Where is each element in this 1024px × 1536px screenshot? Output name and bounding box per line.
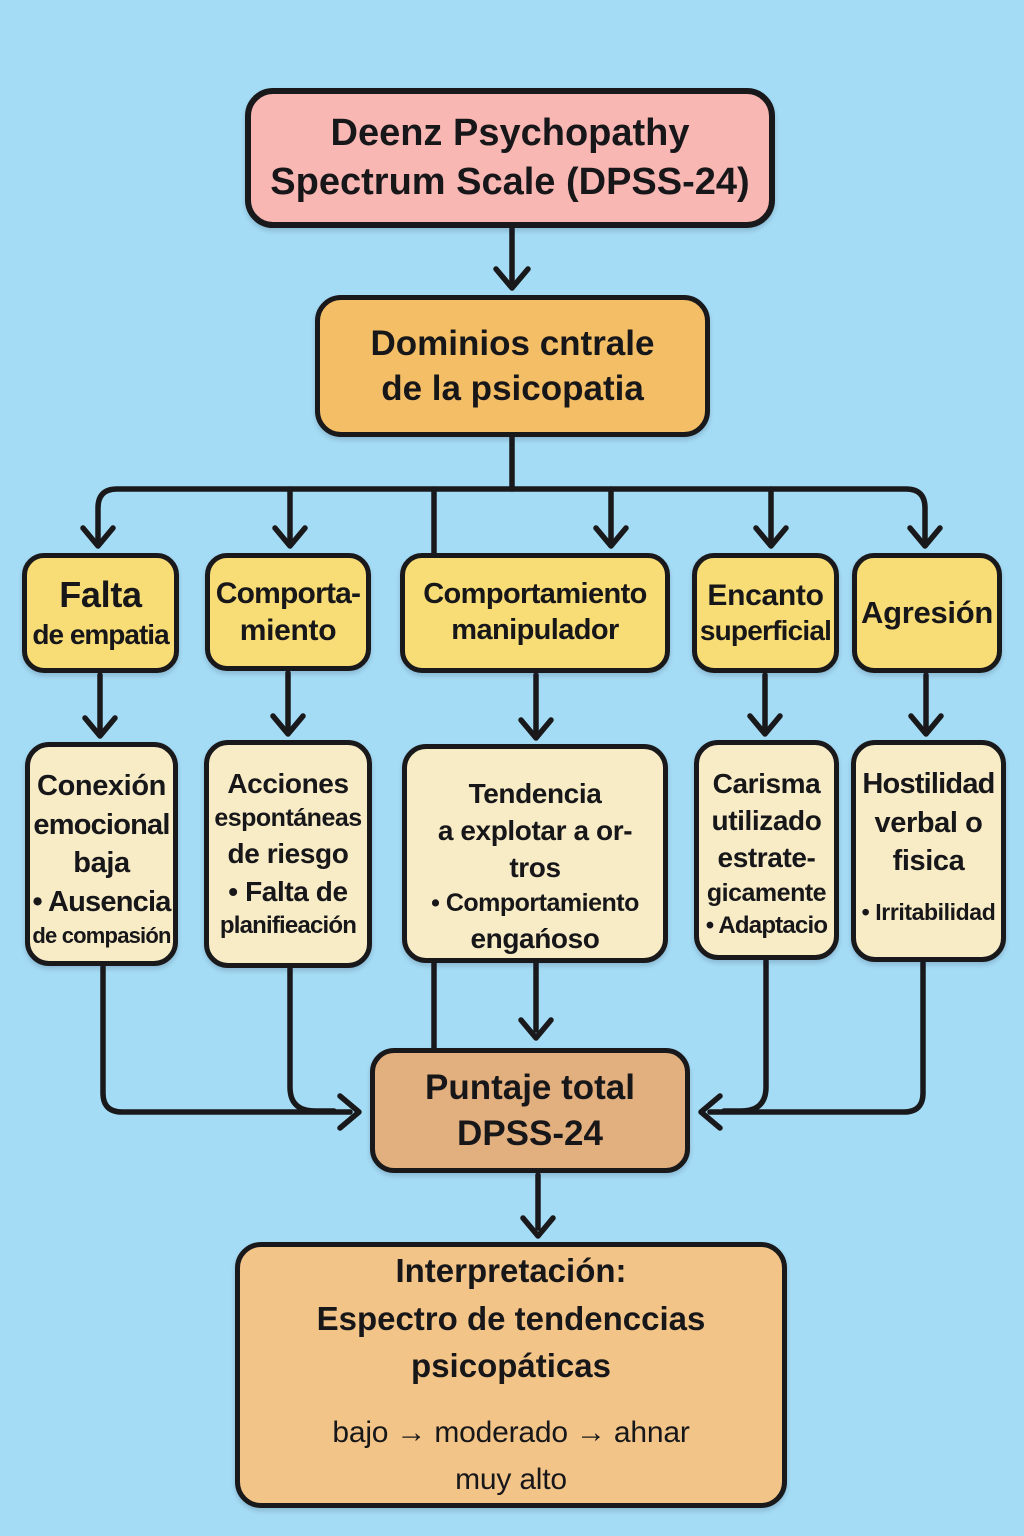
detail-line: planifieación bbox=[219, 911, 357, 939]
merge-right-to-total bbox=[698, 958, 926, 1131]
detail-line: de riesgo bbox=[227, 838, 349, 870]
domain-title-line: Encanto bbox=[707, 579, 824, 613]
detail-line: a explotar a or- bbox=[437, 815, 633, 847]
detail-line: • Irritabilidad bbox=[861, 898, 996, 925]
total-line: DPSS-24 bbox=[457, 1113, 603, 1153]
domain-title-line: de empatia bbox=[32, 618, 169, 650]
detail-line: de compasión bbox=[32, 923, 171, 949]
domain-box-encanto-superficial: Encanto superficial bbox=[692, 553, 839, 673]
domain-title-line: miento bbox=[239, 614, 337, 647]
scale-line: muy alto bbox=[455, 1462, 567, 1496]
detail-line: espontáneas bbox=[214, 804, 362, 833]
detail-line: gicamente bbox=[706, 878, 827, 907]
detail-line: baja bbox=[73, 847, 130, 880]
arrows-domain-to-detail bbox=[82, 670, 944, 741]
detail-line: • Falta de bbox=[228, 875, 348, 907]
domain-box-falta-de-empatia: Falta de empatia bbox=[22, 553, 179, 673]
domain-title-line: Comportamiento bbox=[423, 578, 647, 611]
detail-box-comportamiento: Acciones espontáneas de riesgo • Falta d… bbox=[204, 740, 372, 968]
detail-line: utilizado bbox=[711, 805, 822, 837]
detail-line: • Adaptacio bbox=[705, 911, 828, 939]
detail-line: • Ausencia bbox=[32, 885, 171, 918]
detail-line: • Comportamiento bbox=[431, 888, 639, 917]
detail-box-comportamiento-manipulador: Tendencia a explotar a or- tros • Compor… bbox=[402, 744, 668, 963]
domain-title-line: Comporta- bbox=[215, 576, 361, 610]
merge-left-to-total bbox=[100, 964, 362, 1131]
domain-title-line: Agresión bbox=[861, 594, 993, 630]
detail-line: tros bbox=[509, 852, 561, 884]
detail-line: engańoso bbox=[470, 922, 600, 954]
branch-root-to-domains bbox=[80, 434, 943, 560]
detail-line: Acciones bbox=[227, 768, 349, 799]
detail-line: Carisma bbox=[712, 768, 821, 799]
arrow-title-to-root bbox=[493, 226, 531, 291]
detail-box-agresion: Hostilidad verbal o fisica • Irritabilid… bbox=[851, 740, 1006, 962]
detail-line: verbal o bbox=[874, 806, 983, 839]
domain-box-comportamiento-manipulador: Comportamiento manipulador bbox=[400, 553, 670, 673]
total-line: Puntaje total bbox=[424, 1068, 636, 1107]
root-line: de la psicopatia bbox=[381, 369, 644, 408]
detail-line: emocional bbox=[33, 808, 170, 841]
interpretation-heading-line: Espectro de tendenccias bbox=[316, 1299, 706, 1337]
domain-box-comportamiento: Comporta- miento bbox=[205, 553, 371, 671]
detail-line: Hostilidad bbox=[862, 768, 995, 800]
root-line: Dominios cntrale bbox=[370, 323, 655, 363]
interpretation-heading-line: psicopáticas bbox=[411, 1347, 611, 1385]
scale-line: bajo → moderado → ahnar bbox=[332, 1416, 690, 1450]
interpretation-scale: bajo → moderado → ahnar muy alto bbox=[332, 1410, 689, 1503]
detail-box-falta-de-empatia: Conexión emocional baja • Ausencia de co… bbox=[25, 742, 178, 966]
arrow-total-to-interpretation bbox=[520, 1172, 556, 1239]
detail-line: fisica bbox=[892, 845, 965, 878]
total-score-box: Puntaje total DPSS-24 bbox=[370, 1048, 690, 1173]
root-domains-box: Dominios cntrale de la psicopatia bbox=[315, 295, 710, 437]
title-box: Deenz Psychopathy Spectrum Scale (DPSS-2… bbox=[245, 88, 775, 228]
detail-line: Conexión bbox=[37, 770, 166, 802]
interpretation-box: Interpretación: Espectro de tendenccias … bbox=[235, 1242, 787, 1508]
title-line: Deenz Psychopathy bbox=[330, 111, 690, 154]
domain-box-agresion: Agresión bbox=[852, 553, 1002, 673]
title-line: Spectrum Scale (DPSS-24) bbox=[270, 161, 750, 203]
detail-box-encanto-superficial: Carisma utilizado estrate- gicamente • A… bbox=[694, 740, 839, 960]
domain-title-line: Falta bbox=[59, 574, 142, 616]
interpretation-heading-line: Interpretación: bbox=[395, 1251, 627, 1289]
domain-title-line: superficial bbox=[699, 615, 832, 647]
detail-line: Tendencia bbox=[468, 778, 602, 809]
center-lines-to-total bbox=[431, 960, 554, 1055]
domain-title-line: manipulador bbox=[451, 614, 619, 646]
detail-line: estrate- bbox=[717, 842, 816, 874]
